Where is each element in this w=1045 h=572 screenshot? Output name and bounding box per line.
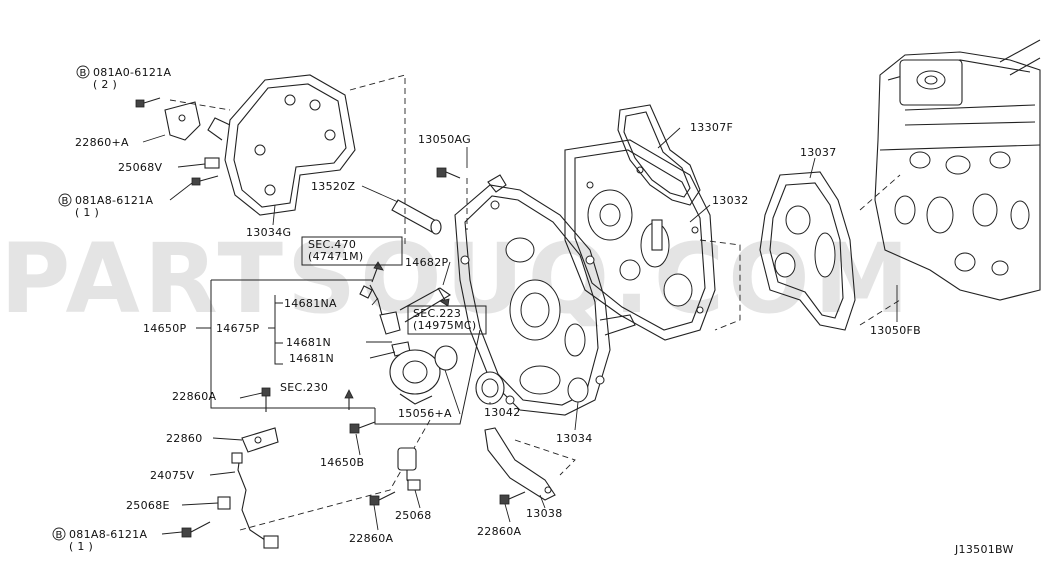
label-14682p: 14682P (405, 256, 448, 269)
hose-assembly (359, 284, 452, 357)
label-13034: 13034 (556, 432, 593, 445)
label-13050fb: 13050FB (870, 324, 921, 337)
arrow-sec223 (437, 287, 450, 307)
label-13050ag: 13050AG (418, 133, 471, 146)
label-14675p: 14675P (216, 322, 259, 335)
label-22860a-bottom-2: 22860A (477, 525, 521, 538)
label-13037: 13037 (800, 146, 837, 159)
label-sec470-ref: (47471M) (308, 250, 363, 263)
label-bolt-mid-qty: ( 1 ) (75, 206, 99, 219)
label-22860a-bottom-1: 22860A (349, 532, 393, 545)
label-bolt-bottom-qty: ( 1 ) (69, 540, 93, 553)
tube-13520z (391, 199, 442, 235)
bolt-top (135, 97, 161, 108)
label-24075v: 24075V (150, 469, 194, 482)
gasket-13037 (759, 171, 856, 331)
sec470-box (301, 236, 403, 266)
diagram-code: J13501BW (954, 543, 1014, 556)
label-15056-a: 15056+A (398, 407, 452, 420)
label-13042: 13042 (484, 406, 521, 419)
circle-marker-bottom: B (52, 527, 66, 541)
bolt-14650b (349, 421, 376, 434)
label-13032: 13032 (712, 194, 749, 207)
svg-text:B: B (62, 196, 69, 207)
bracket-22860 (241, 427, 279, 453)
label-sec470: SEC.470 (308, 238, 356, 251)
label-14650b: 14650B (320, 456, 364, 469)
label-bolt-mid: 081A8-6121A (75, 194, 153, 207)
svg-text:B: B (80, 68, 87, 79)
label-bolt-top-qty: ( 2 ) (93, 78, 117, 91)
svg-text:B: B (56, 530, 63, 541)
front-timing-cover-13034 (454, 174, 636, 416)
label-sec230: SEC.230 (280, 381, 328, 394)
label-22860a-top: 22860A (172, 390, 216, 403)
rear-timing-cover-13032 (564, 139, 716, 341)
hose-group-bracket (196, 279, 481, 425)
bolt-13050ag (436, 167, 461, 179)
sensor-25068 (397, 447, 421, 491)
clip-25068e (217, 496, 231, 510)
gasket-13307f (617, 104, 701, 206)
label-25068: 25068 (395, 509, 432, 522)
bolt-mid (191, 175, 219, 186)
lower-cover-13038 (484, 427, 556, 501)
label-25068v: 25068V (118, 161, 162, 174)
sec223-box (407, 305, 487, 335)
label-13520z: 13520Z (311, 180, 355, 193)
bolt-bottom (181, 521, 211, 538)
label-14681n-2: 14681N (289, 352, 334, 365)
bolt-22860a-top (261, 387, 271, 412)
label-sec223-ref: (14975MC) (413, 319, 476, 332)
label-14681na: 14681NA (284, 297, 337, 310)
arrow-sec230 (344, 389, 354, 410)
upper-cover-13034g (207, 74, 356, 216)
label-22860: 22860 (166, 432, 203, 445)
harness-24075v (231, 452, 279, 549)
solenoid-15056-a (389, 345, 458, 405)
clip-25068v (204, 157, 220, 169)
label-bolt-top: 081A0-6121A (93, 66, 171, 79)
label-sec223: SEC.223 (413, 307, 461, 320)
label-25068e: 25068E (126, 499, 170, 512)
label-13307f: 13307F (690, 121, 733, 134)
label-22860-a-top: 22860+A (75, 136, 129, 149)
leader-lines (142, 127, 898, 535)
label-13038: 13038 (526, 507, 563, 520)
label-14681n-1: 14681N (286, 336, 331, 349)
label-14650p: 14650P (143, 322, 186, 335)
label-13034g: 13034G (246, 226, 291, 239)
oil-seal-13042 (475, 371, 505, 405)
engine-block-illustration (874, 39, 1041, 301)
bolt-22860a-bottom-1 (369, 491, 396, 506)
circle-marker-top: B (76, 65, 90, 79)
circle-marker-mid: B (58, 193, 72, 207)
bolt-22860a-bottom-2 (499, 491, 526, 505)
bracket-22860-a-top (164, 101, 201, 141)
watermark-text: PARTSOUQ.COM (0, 223, 913, 335)
label-bolt-bottom: 081A8-6121A (69, 528, 147, 541)
